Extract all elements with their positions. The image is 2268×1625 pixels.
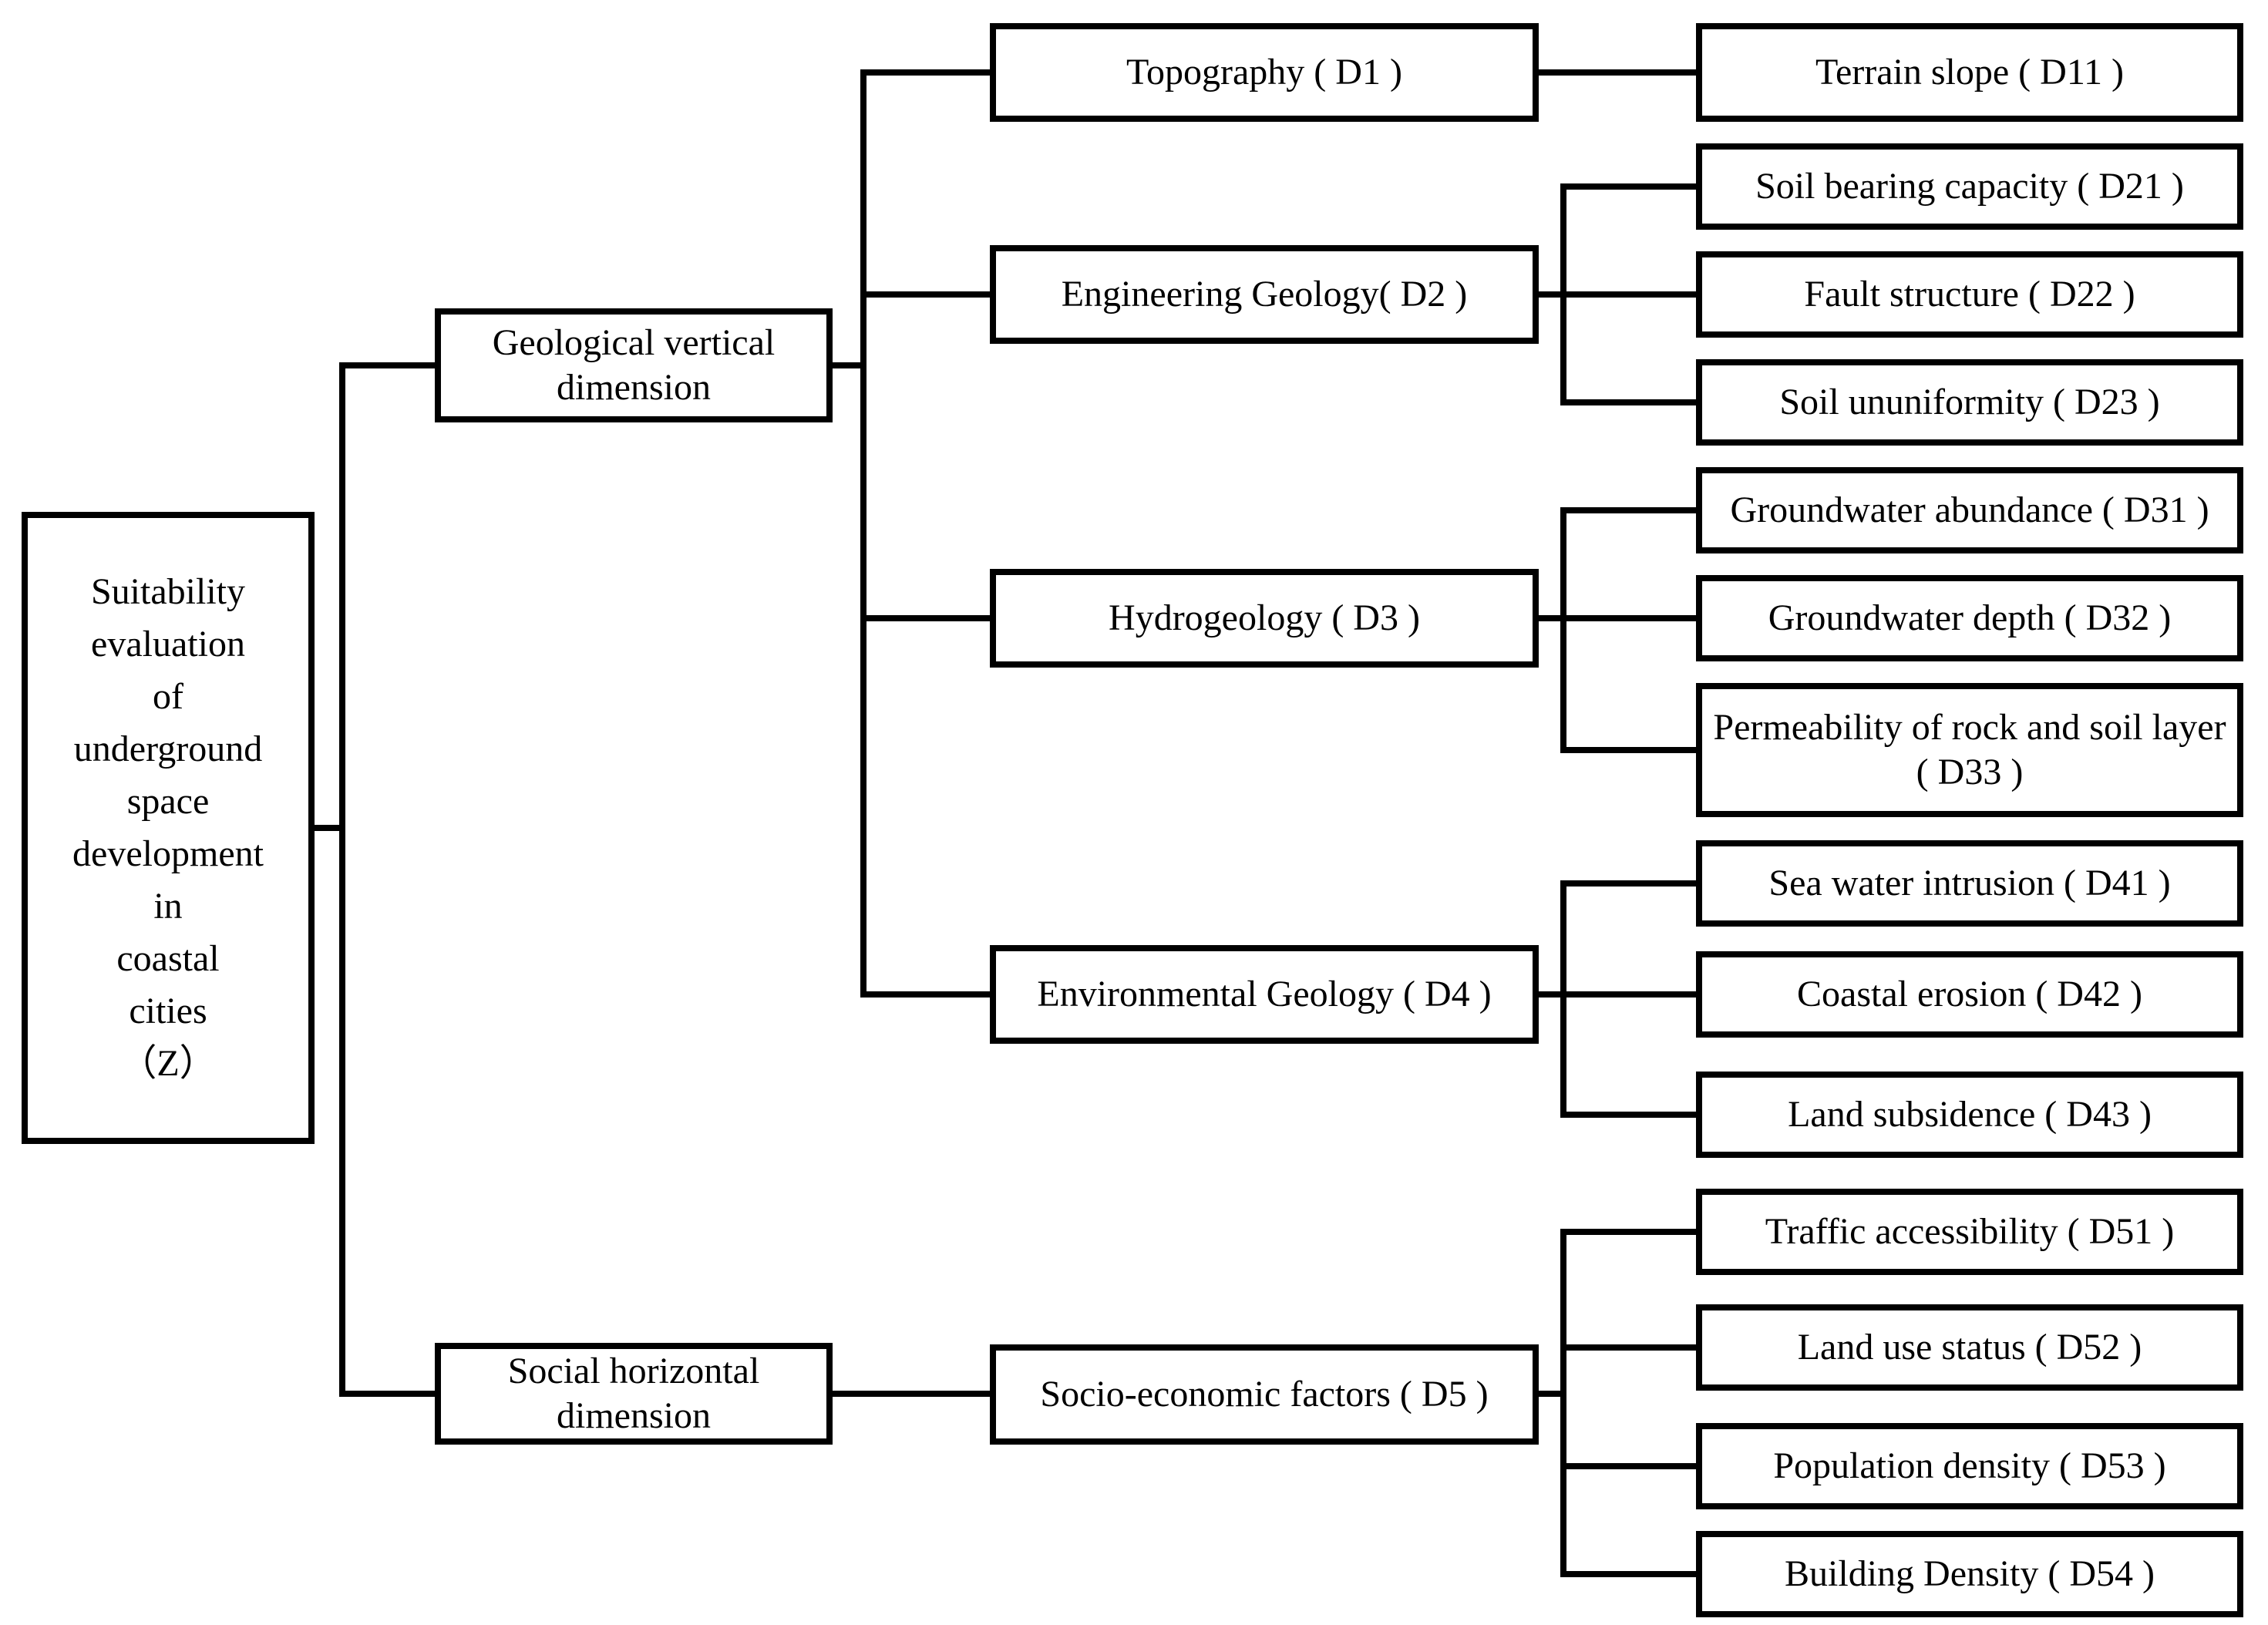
factor-node-d2: Engineering Geology( D2 ) xyxy=(990,245,1539,344)
factor-node-d3: Hydrogeology ( D3 ) xyxy=(990,569,1539,668)
indicator-node-d11: Terrain slope ( D11 ) xyxy=(1696,23,2243,122)
indicator-node-d54: Building Density ( D54 ) xyxy=(1696,1531,2243,1617)
indicator-node-d22: Fault structure ( D22 ) xyxy=(1696,251,2243,338)
dimension-node-geological: Geological vertical dimension xyxy=(435,308,833,422)
indicator-node-d51: Traffic accessibility ( D51 ) xyxy=(1696,1189,2243,1275)
factor-node-d4: Environmental Geology ( D4 ) xyxy=(990,945,1539,1044)
indicator-node-d53: Population density ( D53 ) xyxy=(1696,1423,2243,1509)
connector-lines xyxy=(311,69,1699,1577)
indicator-node-d32: Groundwater depth ( D32 ) xyxy=(1696,575,2243,661)
indicator-node-d43: Land subsidence ( D43 ) xyxy=(1696,1072,2243,1158)
indicator-node-d52: Land use status ( D52 ) xyxy=(1696,1304,2243,1391)
factor-node-d5: Socio-economic factors ( D5 ) xyxy=(990,1344,1539,1445)
root-node: Suitability evaluation of underground sp… xyxy=(22,512,315,1144)
factor-node-d1: Topography ( D1 ) xyxy=(990,23,1539,122)
indicator-node-d31: Groundwater abundance ( D31 ) xyxy=(1696,467,2243,553)
indicator-node-d33: Permeability of rock and soil layer ( D3… xyxy=(1696,683,2243,817)
indicator-node-d23: Soil ununiformity ( D23 ) xyxy=(1696,359,2243,446)
indicator-node-d42: Coastal erosion ( D42 ) xyxy=(1696,951,2243,1038)
indicator-node-d41: Sea water intrusion ( D41 ) xyxy=(1696,840,2243,927)
indicator-node-d21: Soil bearing capacity ( D21 ) xyxy=(1696,143,2243,230)
dimension-node-social: Social horizontal dimension xyxy=(435,1343,833,1445)
